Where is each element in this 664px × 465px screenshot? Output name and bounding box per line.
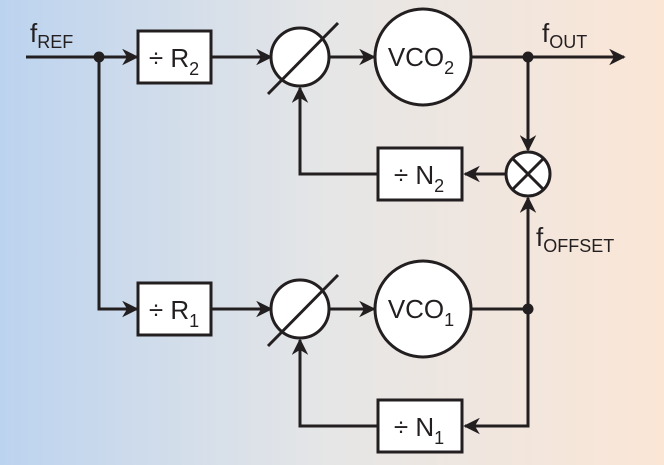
svg-text:÷ R1: ÷ R1 — [149, 295, 199, 331]
wire-vco1-to-n1 — [463, 309, 530, 435]
junction-fout — [522, 51, 534, 63]
vco1-block: VCO1 — [373, 259, 473, 359]
divider-r2-sub: 2 — [189, 59, 199, 79]
wire-fref-to-r1 — [97, 57, 139, 318]
wire-n2-to-pd2 — [291, 86, 377, 176]
vco2-label: VCO — [388, 42, 444, 72]
junction-fref — [93, 51, 105, 63]
foffset-sub: OFFSET — [543, 236, 614, 256]
junction-dots — [93, 51, 534, 315]
svg-text:÷ N2: ÷ N2 — [394, 160, 444, 196]
phase-detector-icon — [266, 21, 340, 96]
wire-n1-to-pd1 — [291, 338, 377, 428]
signal-wires — [26, 48, 626, 435]
signal-label-fout: fOUT — [542, 18, 587, 52]
divider-n1-sub: 1 — [434, 428, 444, 448]
phase-detector-icon — [266, 273, 340, 348]
divider-r1-symbol: ÷ R — [149, 295, 189, 325]
signal-label-foffset: fOFFSET — [536, 222, 614, 256]
divider-n2-sub: 2 — [434, 176, 444, 196]
fref-base: f — [30, 18, 38, 48]
divider-n2-symbol: ÷ N — [394, 160, 434, 190]
vco1-sub: 1 — [444, 310, 454, 330]
signal-label-fref: fREF — [30, 18, 73, 52]
divider-r2-symbol: ÷ R — [149, 43, 189, 73]
junction-vco1 — [522, 303, 534, 315]
fout-base: f — [542, 18, 550, 48]
divider-n2: ÷ N2 — [376, 146, 464, 202]
fout-sub: OUT — [549, 32, 587, 52]
divider-r1-sub: 1 — [189, 311, 199, 331]
vco2-sub: 2 — [444, 58, 454, 78]
foffset-base: f — [536, 222, 544, 252]
svg-text:÷ R2: ÷ R2 — [149, 43, 199, 79]
mixer-icon — [504, 150, 552, 198]
divider-n1: ÷ N1 — [376, 398, 464, 454]
svg-text:VCO2: VCO2 — [388, 42, 454, 78]
svg-text:÷ N1: ÷ N1 — [394, 412, 444, 448]
svg-text:VCO1: VCO1 — [388, 294, 454, 330]
divider-r2: ÷ R2 — [136, 29, 213, 85]
divider-n1-symbol: ÷ N — [394, 412, 434, 442]
fref-sub: REF — [37, 32, 73, 52]
divider-r1: ÷ R1 — [136, 281, 213, 337]
vco1-label: VCO — [388, 294, 444, 324]
vco2-block: VCO2 — [373, 7, 473, 107]
